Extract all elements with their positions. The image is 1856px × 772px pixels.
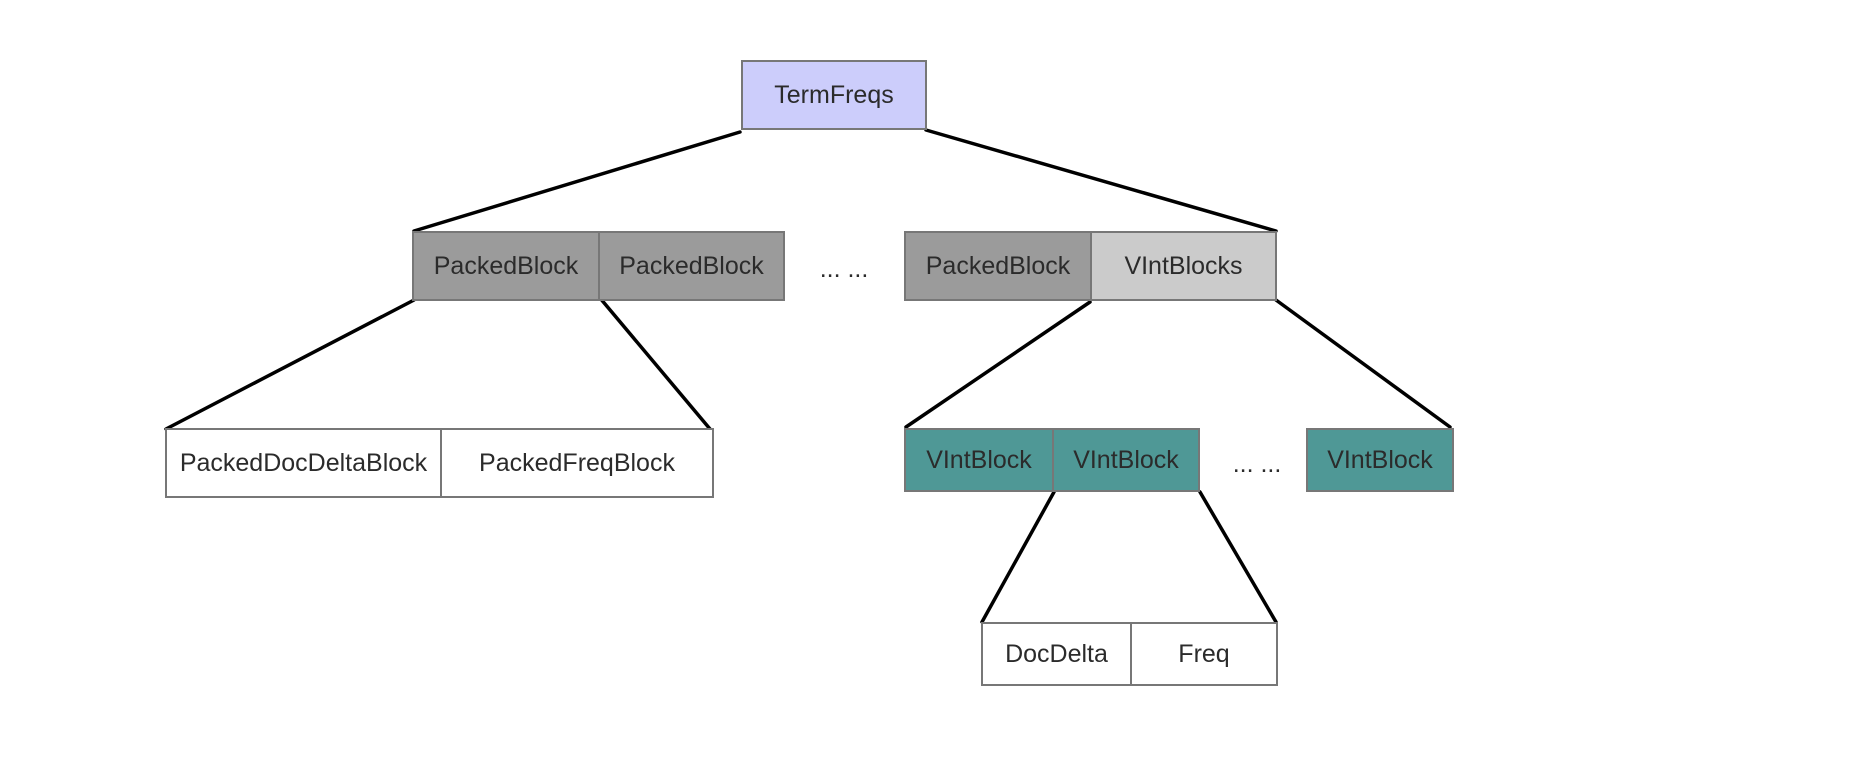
connector-vintblocks-left <box>904 300 1092 429</box>
vint-block-3-label: VIntBlock <box>1327 445 1433 474</box>
packed-doc-delta-block-label: PackedDocDeltaBlock <box>179 448 428 477</box>
packed-block-1: PackedBlock <box>412 231 600 301</box>
vint-block-1-label: VIntBlock <box>926 445 1032 474</box>
packed-block-2: PackedBlock <box>598 231 785 301</box>
doc-delta-label: DocDelta <box>1005 639 1108 668</box>
vint-block-3: VIntBlock <box>1306 428 1454 492</box>
freq-label: Freq <box>1178 639 1230 668</box>
connector-root-right <box>924 128 1278 233</box>
vint-level-ellipsis: ... ... <box>1214 432 1300 496</box>
packed-freq-block-label: PackedFreqBlock <box>479 448 675 477</box>
level1-ellipsis-text: ... ... <box>819 254 869 283</box>
connector-vint-right <box>1198 490 1278 624</box>
connector-packed-right <box>598 296 712 431</box>
vint-level-ellipsis-text: ... ... <box>1232 449 1282 478</box>
packed-block-2-label: PackedBlock <box>619 251 764 280</box>
connector-packed-left <box>164 298 416 431</box>
vint-block-1: VIntBlock <box>904 428 1054 492</box>
freq-field: Freq <box>1130 622 1278 686</box>
vint-block-2: VIntBlock <box>1052 428 1200 492</box>
vint-block-2-label: VIntBlock <box>1073 445 1179 474</box>
vint-blocks-node: VIntBlocks <box>1090 231 1277 301</box>
packed-freq-block: PackedFreqBlock <box>440 428 714 498</box>
doc-delta-field: DocDelta <box>981 622 1132 686</box>
level1-ellipsis: ... ... <box>800 236 888 302</box>
packed-block-3: PackedBlock <box>904 231 1092 301</box>
packed-block-1-label: PackedBlock <box>433 251 579 280</box>
connector-vintblocks-right <box>1274 298 1452 429</box>
packed-block-3-label: PackedBlock <box>925 251 1071 280</box>
vint-blocks-label: VIntBlocks <box>1124 251 1243 280</box>
connector-root-left <box>412 130 742 233</box>
root-node-label: TermFreqs <box>774 80 894 109</box>
root-node-termfreqs: TermFreqs <box>741 60 927 130</box>
packed-doc-delta-block: PackedDocDeltaBlock <box>165 428 442 498</box>
connector-vint-left <box>980 490 1056 624</box>
